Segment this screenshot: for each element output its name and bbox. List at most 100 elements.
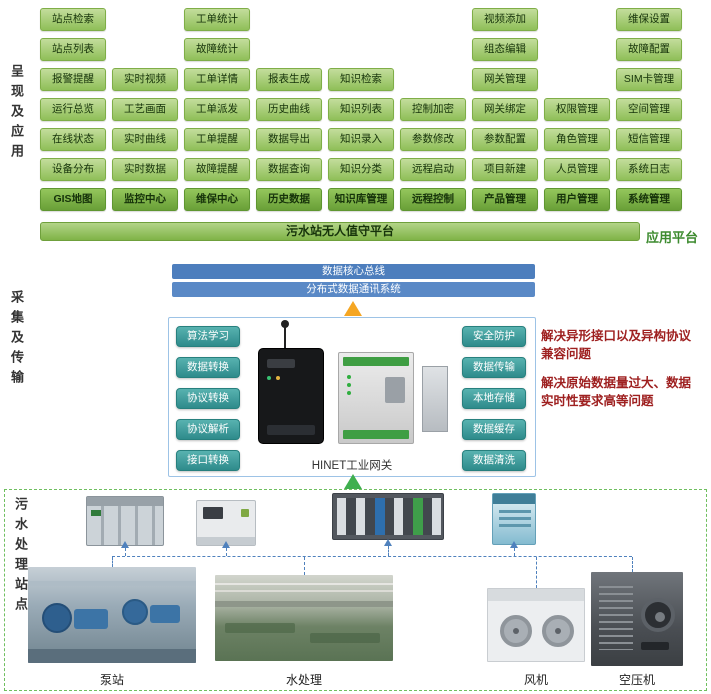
fan-hub-detail [655,612,665,622]
feature-button[interactable]: 知识检索 [328,68,394,91]
feature-button[interactable]: 远程启动 [400,158,466,181]
feature-button[interactable]: 参数配置 [472,128,538,151]
connector-line [388,546,389,556]
category-button-history-data[interactable]: 历史数据 [256,188,322,211]
gateway-side-module [422,366,448,432]
feature-button[interactable]: 网关管理 [472,68,538,91]
gateway-right-function-list: 安全防护数据传输本地存储数据缓存数据清洗 [462,326,526,471]
gateway-function-button[interactable]: 数据缓存 [462,419,526,440]
fan-hub-detail [513,628,519,634]
category-button-product-management[interactable]: 产品管理 [472,188,538,211]
gateway-left-function-list: 算法学习数据转换协议转换协议解析接口转换 [176,326,240,471]
feature-button[interactable]: 系统日志 [616,158,682,181]
category-button-system-management[interactable]: 系统管理 [616,188,682,211]
device-screen-detail [267,359,295,368]
feature-button[interactable]: 工单提醒 [184,128,250,151]
feature-button[interactable]: 知识列表 [328,98,394,121]
device-screen-detail [203,507,223,519]
gateway-function-button[interactable]: 接口转换 [176,450,240,471]
feature-button[interactable]: 数据导出 [256,128,322,151]
gateway-function-button[interactable]: 算法学习 [176,326,240,347]
feature-button[interactable]: 运行总览 [40,98,106,121]
feature-button[interactable]: 报警提醒 [40,68,106,91]
feature-button[interactable]: 工艺画面 [112,98,178,121]
category-button-maintenance-center[interactable]: 维保中心 [184,188,250,211]
device-detail [499,524,531,527]
category-button-knowledge-base[interactable]: 知识库管理 [328,188,394,211]
gateway-label: HINET工业网关 [311,460,393,472]
connector-line [112,556,632,557]
feature-button[interactable]: 历史曲线 [256,98,322,121]
feature-button[interactable]: 知识分类 [328,158,394,181]
gateway-function-button[interactable]: 协议转换 [176,388,240,409]
terminal-strip-detail [343,430,409,439]
feature-button[interactable]: 数据查询 [256,158,322,181]
feature-button[interactable]: 项目新建 [472,158,538,181]
feature-button[interactable]: 工单详情 [184,68,250,91]
panel-detail [641,642,669,650]
feature-button[interactable]: 网关绑定 [472,98,538,121]
feature-button[interactable]: 站点检索 [40,8,106,31]
led-detail [347,375,351,379]
feature-column-monitoring-center: 实时视频工艺画面实时曲线实时数据 监控中心 [112,8,178,211]
feature-column-history-data: 报表生成历史曲线数据导出数据查询 历史数据 [256,8,322,211]
gateway-device-black [258,348,324,444]
feature-button[interactable]: 参数修改 [400,128,466,151]
feature-button[interactable]: 知识录入 [328,128,394,151]
feature-button[interactable]: 故障统计 [184,38,250,61]
led-detail [347,383,351,387]
site-label-fan: 风机 [523,673,548,687]
connector-line [632,557,633,572]
connector-line [536,557,537,588]
rack-module-detail [375,498,385,535]
feature-button[interactable]: 工单统计 [184,8,250,31]
distributed-comm-bar: 分布式数据通讯系统 [172,282,535,297]
led-detail [276,376,280,380]
note-data-volume: 解决原始数据量过大、数据实时性要求高等问题 [541,376,692,409]
feature-button[interactable]: 组态编辑 [472,38,538,61]
feature-button[interactable]: 故障提醒 [184,158,250,181]
feature-button[interactable]: 维保设置 [616,8,682,31]
gateway-function-button[interactable]: 数据清洗 [462,450,526,471]
gateway-function-button[interactable]: 安全防护 [462,326,526,347]
feature-column-system-management: 维保设置故障配置 SIM卡管理空间管理短信管理系统日志 系统管理 [616,8,682,211]
feature-button[interactable]: SIM卡管理 [616,68,682,91]
feature-button[interactable]: 报表生成 [256,68,322,91]
feature-button[interactable]: 设备分布 [40,158,106,181]
plc-image-1 [86,496,164,546]
category-button-monitoring-center[interactable]: 监控中心 [112,188,178,211]
feature-button[interactable]: 视频添加 [472,8,538,31]
category-button-gis-map[interactable]: GIS地图 [40,188,106,211]
feature-button[interactable]: 角色管理 [544,128,610,151]
gateway-function-button[interactable]: 数据转换 [176,357,240,378]
feature-button[interactable]: 工单派发 [184,98,250,121]
category-button-user-management[interactable]: 用户管理 [544,188,610,211]
fan-hub-detail [555,628,561,634]
feature-button[interactable]: 实时数据 [112,158,178,181]
feature-button[interactable]: 控制加密 [400,98,466,121]
device-detail [499,517,531,520]
gateway-function-button[interactable]: 协议解析 [176,419,240,440]
feature-button[interactable]: 实时视频 [112,68,178,91]
feature-button[interactable]: 站点列表 [40,38,106,61]
feature-button[interactable]: 空间管理 [616,98,682,121]
floor-detail [28,649,196,663]
feature-button[interactable]: 权限管理 [544,98,610,121]
feature-button[interactable]: 在线状态 [40,128,106,151]
connector-line [125,548,126,556]
feature-button[interactable]: 故障配置 [616,38,682,61]
gateway-function-button[interactable]: 数据传输 [462,357,526,378]
platform-bar: 污水站无人值守平台 [40,222,640,241]
feature-button[interactable]: 实时曲线 [112,128,178,151]
connector-arrow-icon [222,541,230,548]
feature-button[interactable]: 人员管理 [544,158,610,181]
port-detail [267,425,315,435]
led-detail [347,391,351,395]
feature-button[interactable]: 短信管理 [616,128,682,151]
gateway-function-button[interactable]: 本地存储 [462,388,526,409]
rack-module-detail [413,498,423,535]
section-label-collection: 采集及传输 [9,290,24,390]
category-button-remote-control[interactable]: 远程控制 [400,188,466,211]
vent-detail [599,586,633,650]
data-core-bus-bar: 数据核心总线 [172,264,535,279]
